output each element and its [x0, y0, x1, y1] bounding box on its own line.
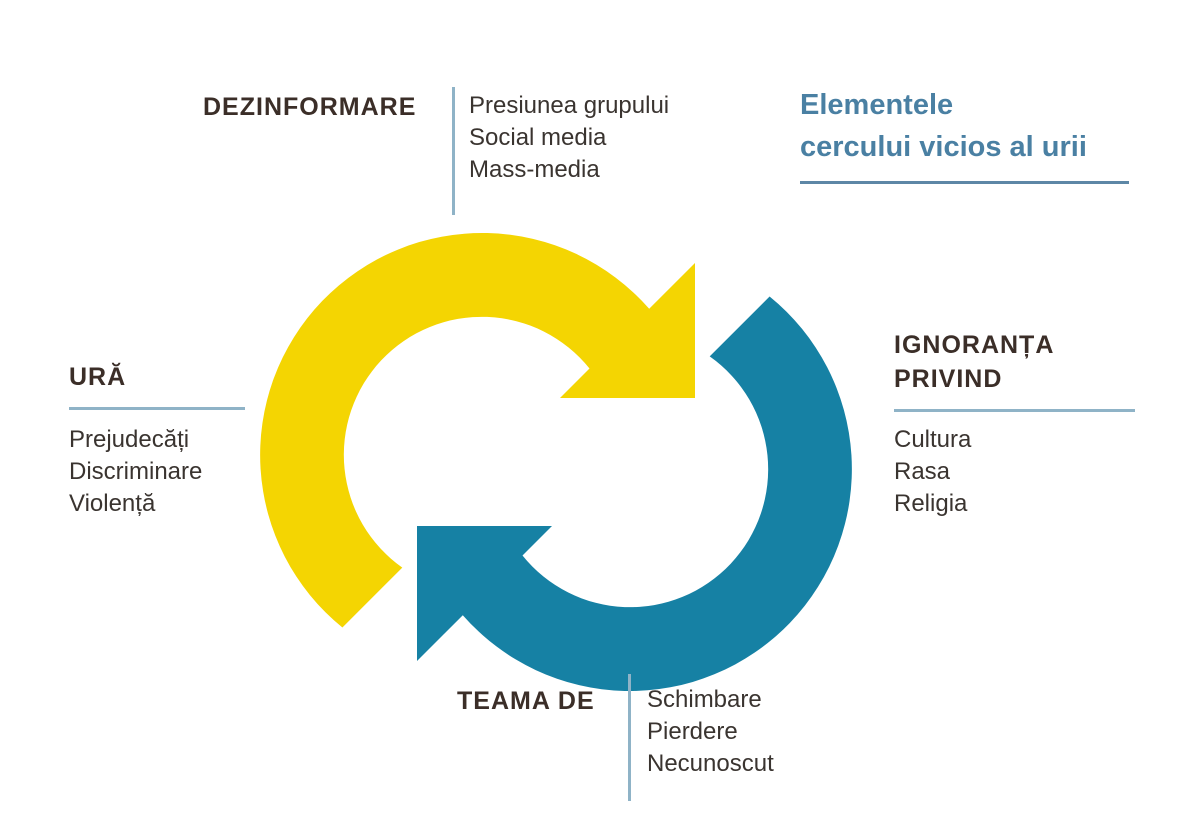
diagram-title-line2: cercului vicios al urii	[800, 131, 1087, 163]
divider-ura	[69, 407, 245, 410]
diagram-title: Elementele cercului vicios al urii	[800, 84, 1180, 168]
list-item: Religia	[894, 490, 968, 517]
list-dezinformare: Presiunea grupului Social media Mass-med…	[469, 90, 669, 186]
list-item: Violență	[69, 490, 156, 517]
list-ignoranta: Cultura Rasa Religia	[894, 424, 971, 520]
list-item: Necunoscut	[647, 750, 774, 777]
yellow-cycle-arrow	[260, 232, 695, 628]
list-item: Schimbare	[647, 686, 762, 713]
divider-teama-de	[628, 674, 631, 801]
divider-dezinformare	[452, 87, 455, 215]
list-ura: Prejudecăți Discriminare Violență	[69, 424, 202, 520]
heading-ignoranta: IGNORANȚA PRIVIND	[894, 331, 1054, 393]
list-item: Pierdere	[647, 718, 738, 745]
divider-ignoranta	[894, 409, 1135, 412]
list-item: Rasa	[894, 458, 951, 485]
list-item: Mass-media	[469, 156, 600, 183]
heading-dezinformare: DEZINFORMARE	[203, 93, 417, 121]
diagram-title-line1: Elementele	[800, 89, 954, 121]
heading-ura: URĂ	[69, 363, 127, 391]
list-item: Discriminare	[69, 458, 203, 485]
title-underline	[800, 181, 1129, 184]
heading-teama-de: TEAMA DE	[457, 687, 595, 715]
list-item: Presiunea grupului	[469, 92, 670, 119]
list-item: Cultura	[894, 426, 972, 453]
list-teama-de: Schimbare Pierdere Necunoscut	[647, 684, 774, 780]
blue-cycle-arrow	[417, 296, 852, 692]
list-item: Prejudecăți	[69, 426, 190, 453]
list-item: Social media	[469, 124, 607, 151]
